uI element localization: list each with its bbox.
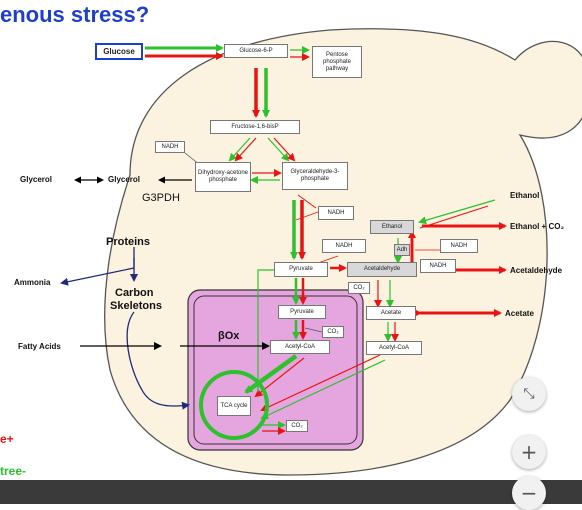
legend-red-label: e+ — [0, 432, 14, 446]
beta-oxidation-label: βOx — [218, 330, 240, 342]
co2-box: CO₂ — [348, 282, 370, 294]
dhap-box: Dihydroxy-acetone phosphate — [195, 162, 251, 192]
page-title: enous stress? — [0, 2, 150, 27]
plus-icon: + — [520, 440, 538, 464]
nadh-box: NADH — [318, 206, 354, 220]
g3pdh-label: G3PDH — [142, 192, 180, 204]
co2-box: CO₂ — [322, 326, 344, 338]
fit-screen-button[interactable]: ⤡ — [512, 377, 546, 411]
zoom-in-button[interactable]: + — [512, 435, 546, 469]
pyruvate-box: Pyruvate — [274, 262, 328, 277]
ethanol-external-label: Ethanol — [510, 191, 540, 200]
acetate-box: Acetate — [366, 306, 416, 320]
ammonia-label: Ammonia — [14, 278, 51, 287]
pyruvate-mito-box: Pyruvate — [278, 305, 326, 319]
tca-cycle-ring — [199, 370, 269, 440]
fructose-bisp-box: Fructose-1,6-bisP — [210, 120, 300, 134]
proteins-label: Proteins — [106, 236, 151, 248]
zoom-out-button[interactable]: − — [512, 476, 546, 510]
legend-green-label: tree- — [0, 464, 27, 478]
nadh-box: NADH — [420, 259, 456, 273]
acetaldehyde-external-label: Acetaldehyde — [510, 266, 563, 275]
tca-cycle-box: TCA cycle — [217, 396, 251, 416]
acetaldehyde-box: Acetaldehyde — [347, 262, 417, 277]
ethanol-box: Ethanol — [370, 220, 414, 234]
mitochondrion-inner — [193, 295, 358, 445]
glycerol-internal-label: Glycerol — [108, 175, 141, 184]
nadh-box: NADH — [322, 239, 366, 253]
skeletons-label: Skeletons — [110, 300, 162, 312]
nadh-box: NADH — [440, 239, 478, 253]
acetyl-coa-cyto-box: Acetyl-CoA — [366, 341, 422, 355]
acetate-external-label: Acetate — [505, 309, 534, 318]
nadh-box: NADH — [155, 141, 185, 153]
glycerol-external-label: Glycerol — [20, 175, 53, 184]
acetyl-coa-mito-box: Acetyl-CoA — [270, 340, 330, 354]
carbon-label: Carbon — [115, 287, 154, 299]
adh-box: Adh — [394, 244, 410, 256]
glucose-6-p-box: Glucose-6-P — [224, 44, 288, 58]
bottom-toolbar — [0, 480, 582, 504]
co2-box: CO₂ — [286, 420, 308, 432]
fit-screen-icon: ⤡ — [523, 386, 535, 402]
ethanol-co2-label: Ethanol + CO₂ — [510, 222, 565, 231]
g3p-box: Glyceraldehyde-3-phosphate — [282, 162, 348, 190]
pentose-phosphate-box: Pentose phosphate pathway — [312, 46, 362, 78]
fatty-acids-label: Fatty Acids — [18, 342, 61, 351]
glucose-box: Glucose — [95, 43, 143, 60]
minus-icon: − — [520, 481, 538, 505]
